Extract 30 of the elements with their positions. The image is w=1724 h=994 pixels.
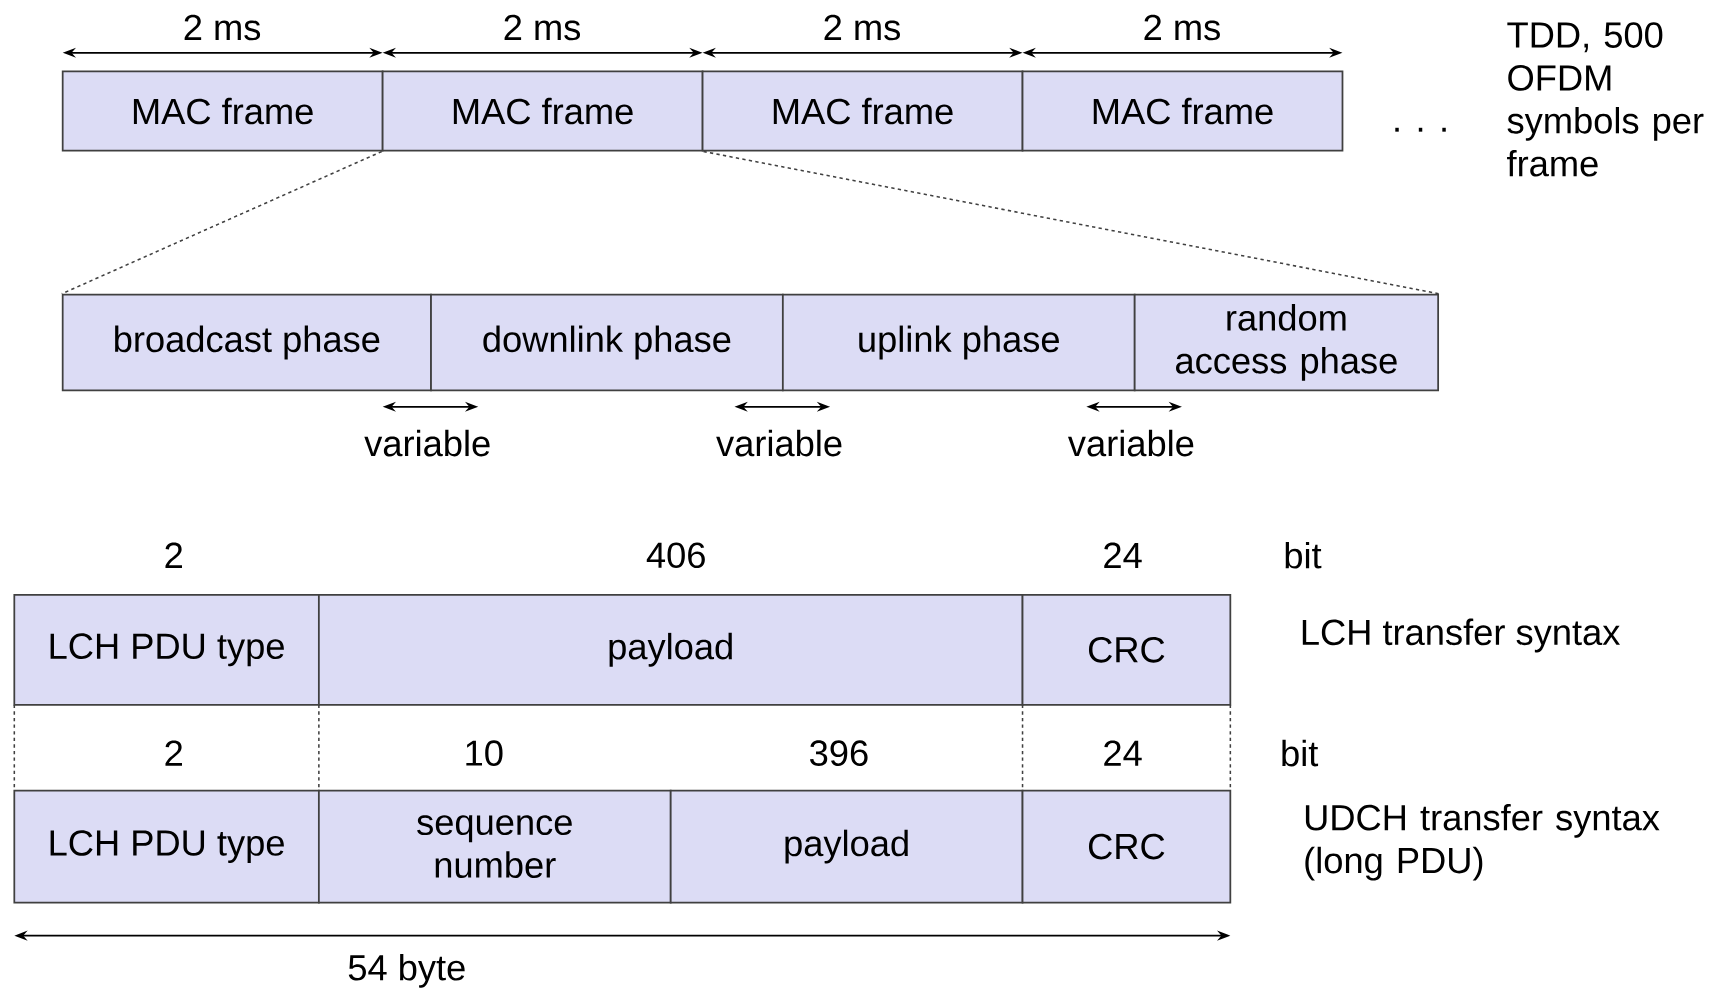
label: . . . xyxy=(1395,127,1446,132)
label: bit xyxy=(1285,541,1322,569)
frame-box: MAC frame xyxy=(1021,70,1344,152)
frame-box: payload xyxy=(669,789,1024,904)
note: UDCH transfer syntax (long PDU) xyxy=(1305,803,1660,881)
label: 396 xyxy=(810,740,868,766)
frame-box: broadcast phase xyxy=(61,293,432,392)
frame-box: uplink phase xyxy=(781,293,1136,392)
label: bit xyxy=(1282,739,1319,767)
frame-box: random access phase xyxy=(1133,293,1440,392)
label: variable xyxy=(716,429,842,457)
frame-box: MAC frame xyxy=(61,70,384,152)
frame-box: sequence number xyxy=(318,789,672,904)
label: variable xyxy=(1068,429,1194,457)
zoom-line xyxy=(702,150,1440,295)
frame-box: MAC frame xyxy=(701,70,1024,152)
label: LCH transfer syntax xyxy=(1302,618,1620,653)
frame-box: LCH PDU type xyxy=(13,593,320,706)
frame-box: LCH PDU type xyxy=(13,789,320,904)
note: TDD, 500 OFDM symbols per frame xyxy=(1507,22,1704,177)
label: 2 xyxy=(165,740,182,766)
frame-box: downlink phase xyxy=(430,293,784,392)
label: 10 xyxy=(466,740,503,766)
label: variable xyxy=(364,429,490,457)
frame-box: MAC frame xyxy=(381,70,704,152)
label: 24 xyxy=(1104,542,1142,568)
frame-box: CRC xyxy=(1021,789,1232,904)
label: 24 xyxy=(1104,740,1142,766)
label: 54 byte xyxy=(348,953,465,988)
frame-box: CRC xyxy=(1021,593,1232,706)
